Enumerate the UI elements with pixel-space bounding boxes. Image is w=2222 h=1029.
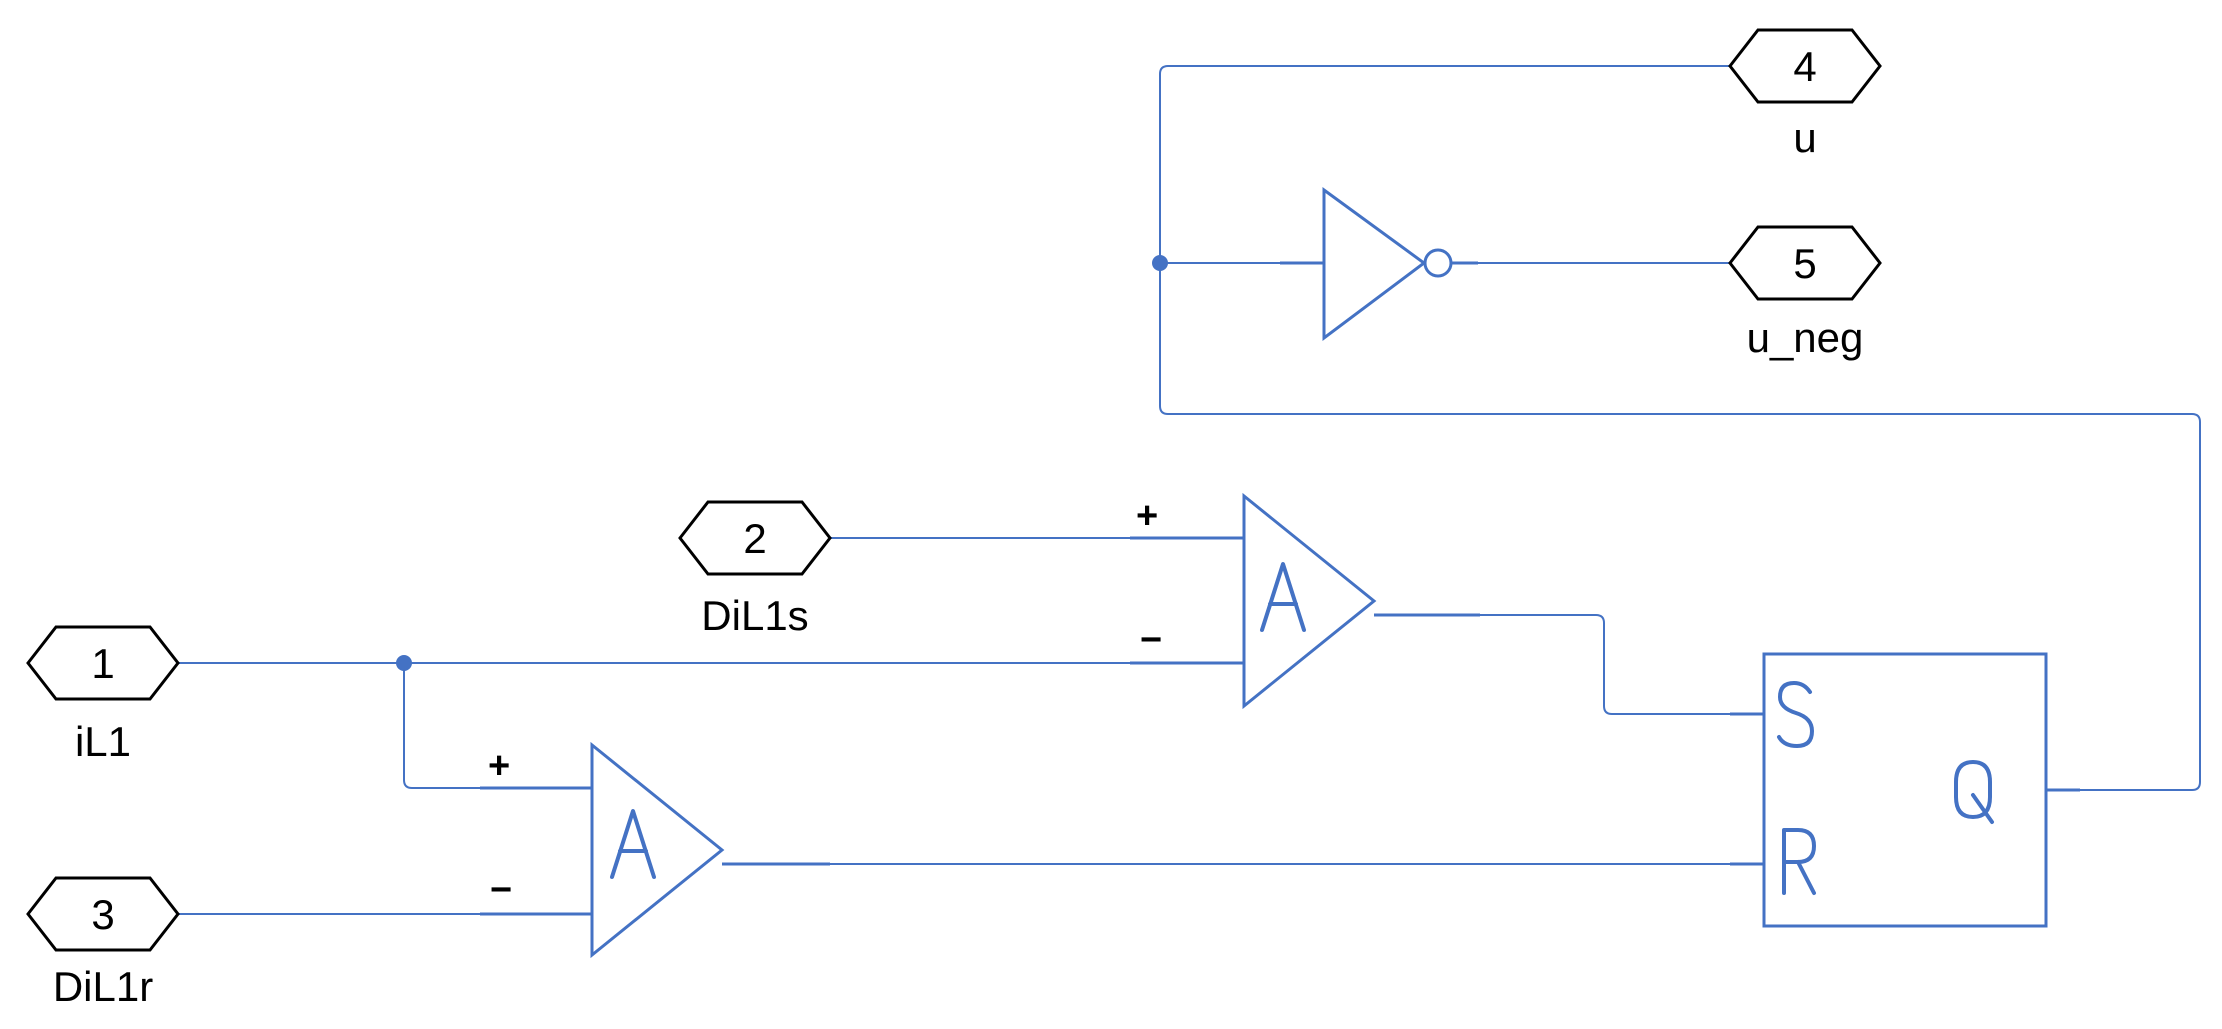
port-5-number: 5 xyxy=(1793,240,1816,287)
port-3-name: DiL1r xyxy=(53,963,153,1010)
junction-feedback xyxy=(1152,255,1168,271)
comparator-bottom-plus-label: + xyxy=(488,745,510,787)
inverter xyxy=(1280,187,1478,341)
wire-il1-to-comparator-bottom-plus xyxy=(403,663,480,789)
port-3-number: 3 xyxy=(91,891,114,938)
port-4-name: u xyxy=(1793,114,1816,161)
comparator-top-triangle xyxy=(1242,492,1377,710)
port-2-hexagon xyxy=(678,500,832,576)
sr-flipflop-s-symbol xyxy=(1777,681,1814,748)
port-1-hexagon xyxy=(26,625,180,701)
wire-comparator-top-to-set xyxy=(1480,614,1730,715)
comparator-top-plus-label: + xyxy=(1136,495,1158,537)
port-2-number: 2 xyxy=(743,515,766,562)
comparator-top-minus-label: − xyxy=(1140,619,1162,661)
comparator-bottom-minus-label: − xyxy=(490,869,512,911)
port-4-number: 4 xyxy=(1793,43,1816,90)
port-1: 1 iL1 xyxy=(26,625,180,765)
comparator-top: + − xyxy=(1130,492,1480,710)
inverter-triangle xyxy=(1322,187,1427,341)
port-5: 5 u_neg xyxy=(1728,225,1882,361)
port-4-hexagon xyxy=(1728,28,1882,104)
wires xyxy=(178,65,2201,915)
sr-flipflop-q-symbol xyxy=(1954,760,1994,824)
port-1-number: 1 xyxy=(91,640,114,687)
port-1-name: iL1 xyxy=(75,718,131,765)
junction-il1 xyxy=(396,655,412,671)
port-4: 4 u xyxy=(1728,28,1882,161)
comparator-top-a-symbol xyxy=(1260,562,1306,632)
inverter-bubble xyxy=(1423,248,1453,278)
sr-flipflop-r-symbol xyxy=(1782,828,1816,895)
comparator-bottom-a-symbol xyxy=(610,809,656,879)
comparator-bottom: + − xyxy=(480,741,830,959)
port-5-hexagon xyxy=(1728,225,1882,301)
comparator-bottom-triangle xyxy=(590,741,725,959)
port-3: 3 DiL1r xyxy=(26,876,180,1010)
port-3-hexagon xyxy=(26,876,180,952)
sr-flipflop-body xyxy=(1762,652,2048,928)
port-5-name: u_neg xyxy=(1747,314,1864,361)
wire-q-feedback xyxy=(1159,65,2201,791)
sr-flipflop xyxy=(1730,652,2080,928)
port-2: 2 DiL1s xyxy=(678,500,832,639)
port-2-name: DiL1s xyxy=(701,592,808,639)
